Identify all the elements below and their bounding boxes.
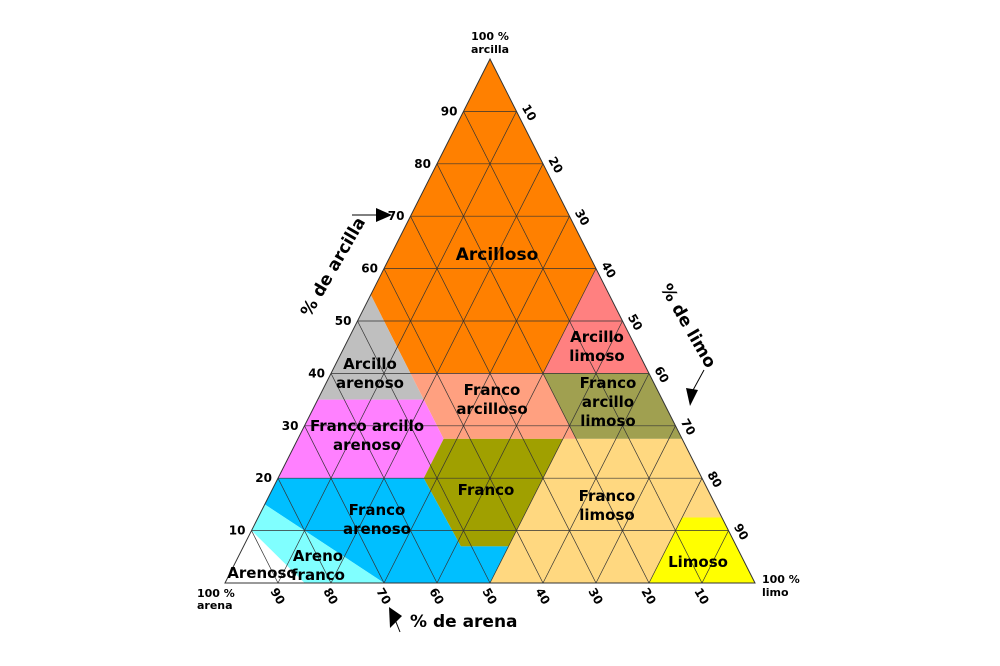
- corner-left-line2: arena: [197, 599, 233, 612]
- tick-silt: 60: [651, 364, 671, 385]
- region-label: Franco arcillo: [310, 417, 424, 435]
- axis-label-silt: % de limo: [656, 281, 720, 372]
- grid-line-sand: [410, 216, 597, 584]
- tick-clay: 20: [255, 471, 272, 485]
- tick-clay: 60: [361, 262, 378, 276]
- grid-line-silt: [542, 373, 650, 584]
- tick-sand: 50: [479, 586, 499, 607]
- region-label: limoso: [569, 347, 624, 365]
- axis-label-sand: % de arena: [410, 612, 518, 632]
- region-label: Franco: [579, 487, 636, 505]
- tick-silt: 80: [704, 469, 724, 490]
- region-label: Arcillo: [343, 355, 397, 373]
- tick-silt: 50: [625, 312, 645, 333]
- tick-sand: 40: [532, 586, 552, 607]
- tick-silt: 20: [545, 154, 565, 175]
- grid-line-silt: [701, 530, 729, 584]
- region-label: limoso: [579, 506, 634, 524]
- region-franco-limoso: [490, 438, 722, 583]
- region-label: Arcillo: [570, 328, 624, 346]
- region-label: arenoso: [336, 374, 404, 392]
- region-limoso: [649, 517, 755, 583]
- tick-clay: 40: [308, 366, 325, 380]
- grid-line-silt: [648, 478, 703, 584]
- corner-left-line1: 100 %: [197, 587, 235, 600]
- tick-clay: 30: [282, 419, 299, 433]
- grid-line-silt: [383, 216, 570, 584]
- region-areno-franco: [251, 504, 384, 583]
- silt-arrow-icon: [686, 369, 705, 406]
- tick-sand: 80: [320, 586, 340, 607]
- region-label: Arcilloso: [456, 245, 539, 265]
- grid-line-sand: [357, 320, 491, 584]
- grid-line-silt: [277, 111, 517, 584]
- tick-sand: 20: [638, 586, 658, 607]
- corner-right-line1: 100 %: [762, 573, 800, 586]
- tick-sand: 70: [373, 586, 393, 607]
- tick-silt: 90: [731, 521, 751, 542]
- tick-clay: 90: [441, 104, 458, 118]
- grid-line-sand: [330, 373, 438, 584]
- region-label: arcilloso: [456, 400, 527, 418]
- region-label: arenoso: [343, 520, 411, 538]
- tick-clay: 70: [388, 209, 405, 223]
- sand-arrow-icon: [389, 607, 402, 633]
- grid-line-sand: [277, 478, 332, 584]
- region-label: arenoso: [333, 436, 401, 454]
- tick-sand: 60: [426, 586, 446, 607]
- region-label: Limoso: [668, 553, 728, 571]
- region-label: franco: [291, 566, 345, 584]
- region-label: limoso: [580, 412, 635, 430]
- grid-line-sand: [304, 425, 385, 584]
- region-franco: [423, 438, 563, 547]
- region-label: Franco: [464, 381, 521, 399]
- tick-sand: 30: [585, 586, 605, 607]
- grid-line-sand: [251, 530, 279, 584]
- grid-line-silt: [595, 425, 676, 584]
- region-label: Franco: [580, 374, 637, 392]
- tick-clay: 50: [335, 314, 352, 328]
- region-label: Franco: [458, 481, 515, 499]
- region-label: Arenoso: [227, 564, 296, 582]
- clay-arrow-icon: [352, 208, 392, 222]
- grid-line-sand: [463, 111, 703, 584]
- tick-silt: 40: [598, 259, 618, 280]
- region-label: Areno: [293, 547, 343, 565]
- tick-sand: 10: [691, 586, 711, 607]
- triangle-outline: [224, 57, 756, 584]
- corner-top-line1: 100 %: [471, 30, 509, 43]
- region-label: Franco: [349, 501, 406, 519]
- tick-clay: 10: [229, 524, 246, 538]
- region-label: arcillo: [582, 393, 634, 411]
- tick-clay: 80: [414, 157, 431, 171]
- tick-silt: 70: [678, 416, 698, 437]
- corner-top-line2: arcilla: [471, 43, 509, 56]
- grid-lines: [224, 57, 756, 584]
- axis-label-clay: % de arcilla: [297, 214, 370, 321]
- corner-right-line2: limo: [762, 586, 789, 599]
- region-franco-arcillo-arenoso: [278, 399, 444, 479]
- tick-sand: 90: [267, 586, 287, 607]
- tick-silt: 30: [572, 207, 592, 228]
- tick-silt: 10: [519, 102, 539, 123]
- grid-line-silt: [489, 320, 623, 584]
